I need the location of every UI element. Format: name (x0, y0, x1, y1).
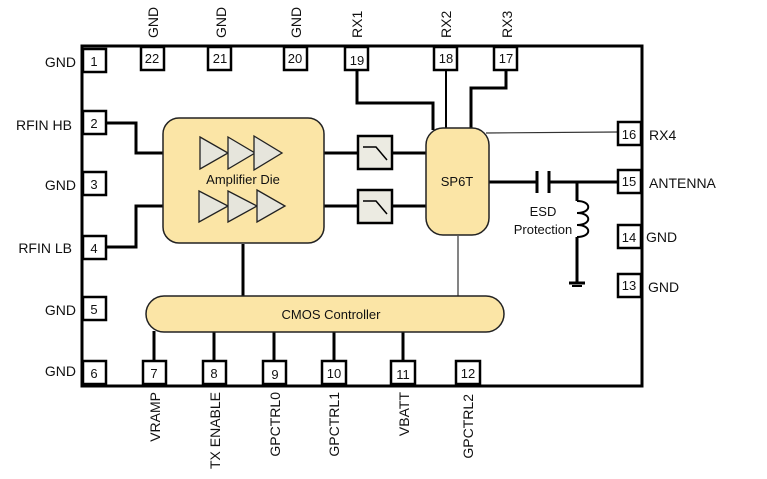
amplifier-icon (253, 134, 284, 172)
pin-8: 8 TX ENABLE (201, 359, 228, 469)
svg-text:12: 12 (461, 366, 475, 381)
amplifier-icon (227, 189, 259, 224)
pin-14: 14 GND (616, 223, 677, 250)
svg-text:RFIN LB: RFIN LB (18, 240, 72, 256)
pin-15: 15 ANTENNA (616, 168, 717, 195)
pin-11: 11 VBATT (389, 359, 417, 437)
wire-rx3 (469, 70, 508, 130)
wire-rx1 (355, 70, 435, 130)
pin-10: 10 GPCTRL1 (320, 359, 348, 457)
svg-text:RX4: RX4 (649, 127, 676, 143)
pin-7: 7 VRAMP (141, 359, 168, 442)
svg-text:RX3: RX3 (499, 11, 515, 38)
right-pins: 16 RX4 15 ANTENNA 14 GND 13 GND (616, 120, 717, 299)
svg-text:11: 11 (396, 367, 410, 382)
svg-text:GPCTRL0: GPCTRL0 (267, 392, 283, 457)
ground-icon (569, 281, 585, 287)
pin-21: 21 GND (206, 7, 233, 72)
pin-16: 16 RX4 (616, 120, 676, 147)
svg-text:3: 3 (90, 177, 97, 192)
svg-text:GND: GND (45, 177, 76, 193)
svg-text:2: 2 (90, 116, 97, 131)
svg-text:TX ENABLE: TX ENABLE (207, 392, 223, 469)
lowpass-filter-icon (363, 200, 388, 215)
hb-filter (356, 134, 394, 171)
bottom-pins: 7 VRAMP 8 TX ENABLE 9 GPCTRL0 10 GPCTRL1… (141, 359, 482, 469)
svg-text:GND: GND (213, 7, 229, 38)
pin-19: 19 RX1 (343, 11, 370, 72)
lowpass-filter-icon (363, 146, 388, 161)
sp6t-label: SP6T (441, 174, 474, 189)
pin-3: 3 GND (45, 170, 108, 197)
svg-text:ANTENNA: ANTENNA (649, 175, 717, 191)
svg-text:RX2: RX2 (438, 11, 454, 38)
amplifier-icon (227, 135, 257, 171)
svg-text:GND: GND (646, 229, 677, 245)
left-pins: 1 GND 2 RFIN HB 3 GND 4 RFIN LB 5 GND 6 … (16, 47, 108, 386)
pin-12: 12 GPCTRL2 (454, 359, 482, 459)
svg-text:RFIN HB: RFIN HB (16, 117, 72, 133)
pin-6: 6 GND (45, 359, 108, 386)
svg-text:7: 7 (150, 366, 157, 381)
lb-amplifier-chain (198, 188, 287, 224)
svg-text:GND: GND (648, 279, 679, 295)
svg-text:9: 9 (271, 367, 278, 382)
pin-2: 2 RFIN HB (16, 109, 108, 136)
wire-rx4 (485, 131, 619, 134)
svg-text:RX1: RX1 (349, 11, 365, 38)
pin-20: 20 GND (282, 7, 309, 72)
pin-1: 1 GND (45, 47, 108, 74)
svg-text:19: 19 (350, 53, 364, 68)
svg-text:GND: GND (45, 54, 76, 70)
pin-9: 9 GPCTRL0 (261, 359, 288, 457)
svg-text:GND: GND (45, 302, 76, 318)
pin-22: 22 GND (139, 7, 166, 72)
amplifier-die-label: Amplifier Die (206, 172, 280, 187)
svg-text:5: 5 (90, 302, 97, 317)
pin-4: 4 RFIN LB (18, 234, 108, 261)
pin-17: 17 RX3 (492, 11, 519, 72)
cmos-controller-label: CMOS Controller (282, 307, 382, 322)
esd-capacitor-icon (535, 171, 551, 193)
esd-inductor-icon (576, 200, 590, 238)
svg-text:GND: GND (45, 363, 76, 379)
svg-text:15: 15 (622, 174, 636, 189)
sp6t-switch-block (425, 127, 490, 236)
pin-13: 13 GND (616, 272, 679, 299)
esd-label: ESD (530, 204, 557, 219)
svg-text:14: 14 (622, 230, 636, 245)
svg-text:17: 17 (499, 51, 513, 66)
amplifier-icon (199, 135, 230, 171)
svg-text:13: 13 (622, 278, 636, 293)
lb-filter (356, 188, 394, 225)
svg-text:GPCTRL2: GPCTRL2 (460, 394, 476, 459)
svg-text:16: 16 (622, 127, 636, 142)
svg-text:6: 6 (90, 366, 97, 381)
svg-text:VRAMP: VRAMP (147, 392, 163, 442)
amplifier-icon (198, 189, 230, 224)
svg-text:1: 1 (90, 54, 97, 69)
svg-text:GND: GND (288, 7, 304, 38)
svg-text:22: 22 (145, 51, 159, 66)
hb-amplifier-chain (199, 134, 284, 172)
amplifier-icon (256, 188, 287, 224)
cmos-controller-block (145, 295, 505, 333)
svg-text:8: 8 (210, 366, 217, 381)
top-pins: 22 GND 21 GND 20 GND 19 RX1 18 RX2 17 RX… (139, 7, 519, 72)
svg-text:GND: GND (145, 7, 161, 38)
svg-text:18: 18 (439, 51, 453, 66)
svg-text:20: 20 (288, 51, 302, 66)
pin-5: 5 GND (45, 295, 108, 322)
svg-text:4: 4 (90, 241, 97, 256)
svg-text:10: 10 (327, 366, 341, 381)
svg-text:VBATT: VBATT (396, 392, 412, 437)
svg-text:21: 21 (213, 51, 227, 66)
svg-text:GPCTRL1: GPCTRL1 (326, 392, 342, 457)
protection-label: Protection (514, 222, 573, 237)
pin-18: 18 RX2 (432, 11, 459, 72)
